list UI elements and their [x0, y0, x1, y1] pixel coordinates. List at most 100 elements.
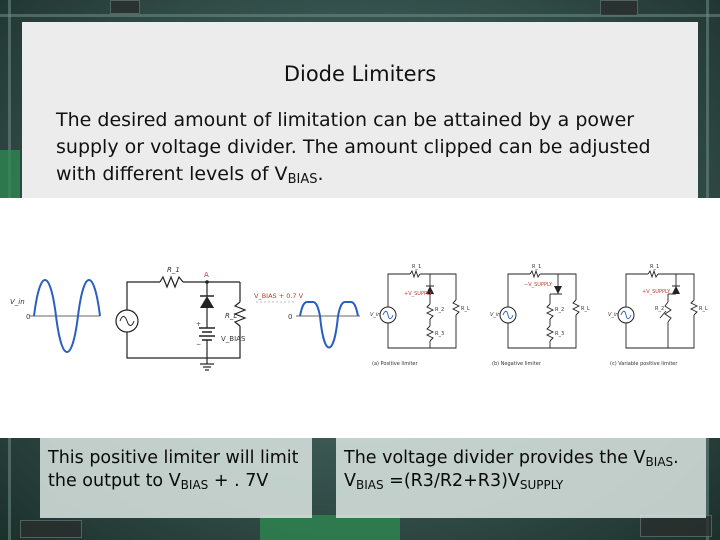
- output-clipped-wave: [299, 301, 359, 349]
- diode-icon: [554, 286, 562, 294]
- vin-label: V_in: [370, 312, 380, 318]
- caption-left: This positive limiter will limit the out…: [48, 447, 318, 493]
- resistor-r1-icon: [529, 269, 541, 279]
- wire: [658, 273, 695, 300]
- diode-icon: [672, 286, 680, 294]
- caption-right-line1-text: The voltage divider provides the V: [344, 448, 646, 468]
- supply-label: +V_SUPPLY: [642, 289, 671, 295]
- resistor-r2-icon: [425, 303, 435, 320]
- ac-source-wave-icon: [620, 310, 632, 320]
- r2-label: R_2: [435, 307, 444, 313]
- r2-label: R_2: [555, 307, 564, 313]
- caption-right: The voltage divider provides the VBIAS. …: [344, 447, 714, 493]
- caption-left-line2-sub: BIAS: [180, 478, 209, 492]
- rl-label: R_L: [581, 306, 590, 312]
- board-chip: [600, 0, 638, 16]
- rl-label: R_L: [461, 306, 470, 312]
- board-trace: [0, 14, 720, 17]
- panel-caption: (a) Positive limiter: [372, 361, 418, 367]
- resistor-rl-icon: [451, 299, 461, 316]
- resistor-rl-icon: [571, 299, 581, 316]
- caption-left-line1: This positive limiter will limit: [48, 448, 299, 468]
- resistor-rl-icon: [689, 299, 699, 316]
- zero-out-label: 0: [288, 313, 292, 321]
- body-text-sub: BIAS: [287, 172, 318, 187]
- resistor-r1-icon: [159, 275, 184, 289]
- ac-source-wave-icon: [119, 316, 135, 326]
- resistor-r2-icon: [545, 303, 555, 320]
- resistor-r3-icon: [545, 325, 555, 342]
- caption-left-background: [40, 438, 312, 518]
- r2-label: R_2: [655, 306, 664, 312]
- node-a-label: A: [204, 271, 209, 279]
- vbias-label: V_BIAS: [221, 335, 246, 343]
- r1-label: R_1: [412, 264, 421, 270]
- resistor-r1-icon: [647, 269, 659, 279]
- vin-label: V_in: [490, 312, 500, 318]
- panel-b-negative-limiter: V_in R_1 −V_SUPPLY R_2 R_3 R_L: [490, 264, 590, 367]
- resistor-r1-icon: [409, 269, 421, 279]
- wire: [507, 315, 577, 349]
- figure-panel: V_in 0 R_1 A + − V_BIAS: [0, 198, 720, 438]
- wire: [387, 315, 457, 349]
- panel-a-positive-limiter: V_in R_1 +V_SUPPLY R_2 R_3 R_L (a): [370, 264, 470, 367]
- caption-left-line2-text: the output to V: [48, 471, 181, 491]
- rl-label: R_L: [699, 306, 708, 312]
- caption-right-line2-formula: =(R3/R2+R3)V: [383, 471, 520, 491]
- caption-left-line2-end: + . 7V: [208, 471, 269, 491]
- body-text-end: .: [317, 163, 324, 185]
- ac-source-wave-icon: [382, 310, 394, 320]
- supply-label: +V_SUPPLY: [404, 291, 433, 297]
- resistor-r3-icon: [425, 325, 435, 342]
- caption-right-line1-end: .: [673, 448, 679, 468]
- board-chip: [640, 515, 712, 537]
- battery-minus: −: [196, 341, 201, 348]
- zero-in-label: 0: [26, 313, 30, 321]
- potentiometer-arrow-icon: [659, 310, 667, 319]
- caption-right-line2-sub2: SUPPLY: [519, 478, 564, 492]
- circuit-figures: V_in 0 R_1 A + − V_BIAS: [10, 264, 708, 371]
- r3-label: R_3: [435, 331, 444, 337]
- wire: [625, 315, 695, 349]
- caption-right-line2-sub1: BIAS: [355, 478, 384, 492]
- board-chip: [110, 0, 140, 14]
- board-chip: [20, 520, 82, 538]
- wire: [420, 273, 457, 300]
- diode-icon: [200, 296, 214, 308]
- slide-title: Diode Limiters: [283, 62, 437, 86]
- caption-right-line1-sub: BIAS: [645, 455, 674, 469]
- panel-caption: (c) Variable positive limiter: [610, 361, 678, 367]
- vin-label: V_in: [10, 298, 25, 306]
- battery-plus: +: [196, 321, 201, 328]
- board-green-block: [0, 150, 20, 210]
- caption-right-line2: VBIAS =(R3/R2+R3)VSUPPLY: [344, 470, 714, 493]
- input-sine-wave: [33, 279, 101, 353]
- r1-label: R_1: [532, 264, 541, 270]
- clip-level-label: V_BIAS + 0.7 V: [254, 292, 304, 300]
- wire: [126, 326, 241, 359]
- resistor-rl-icon: [233, 301, 247, 327]
- slide-body-text: The desired amount of limitation can be …: [56, 107, 676, 188]
- body-text-main: The desired amount of limitation can be …: [56, 109, 651, 185]
- r3-label: R_3: [555, 331, 564, 337]
- supply-label: −V_SUPPLY: [524, 282, 553, 288]
- caption-left-line2: the output to VBIAS + . 7V: [48, 470, 318, 493]
- caption-right-background: [336, 438, 706, 518]
- caption-right-line2-v: V: [344, 471, 356, 491]
- wire: [540, 273, 577, 300]
- wire: [625, 273, 648, 307]
- vin-label: V_in: [608, 312, 618, 318]
- potentiometer-icon: [664, 301, 672, 323]
- wire: [126, 281, 160, 310]
- diode-icon: [426, 286, 434, 294]
- panel-c-variable-limiter: V_in R_1 +V_SUPPLY R_2 R_L (c) Var: [608, 264, 708, 367]
- wire: [507, 273, 530, 307]
- r1-label: R_1: [167, 266, 180, 274]
- wire: [387, 273, 410, 307]
- voltage-divider-figures: V_in R_1 +V_SUPPLY R_2 R_3 R_L (a): [370, 264, 708, 367]
- text-panel: [22, 22, 698, 198]
- ac-source-wave-icon: [502, 310, 514, 320]
- rl-label: R_L: [225, 312, 237, 320]
- panel-caption: (b) Negative limiter: [492, 361, 542, 367]
- caption-right-line1: The voltage divider provides the VBIAS.: [344, 447, 714, 470]
